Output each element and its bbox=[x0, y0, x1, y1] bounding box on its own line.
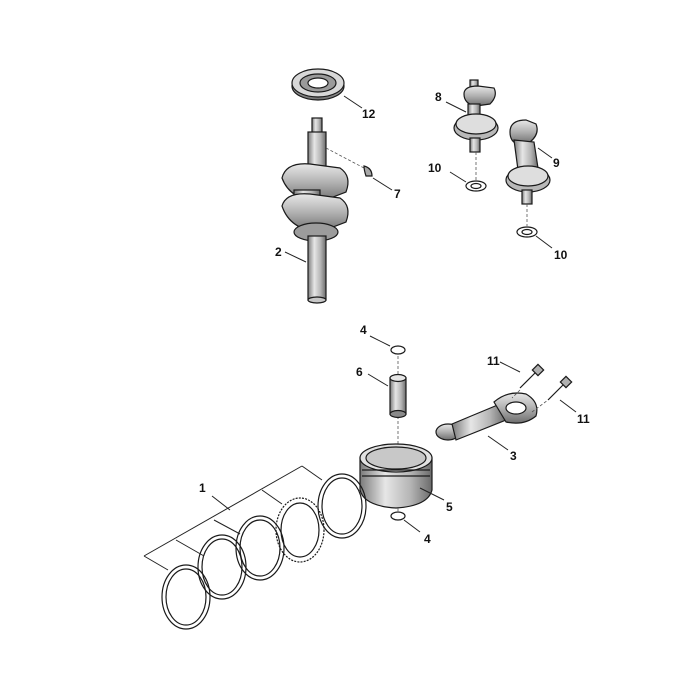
callout-12: 12 bbox=[362, 107, 376, 121]
ball-bearing bbox=[291, 68, 345, 101]
piston-pin bbox=[389, 373, 407, 419]
callout-6: 6 bbox=[356, 365, 363, 379]
rod-bolt-upper bbox=[519, 363, 545, 389]
callout-2: 2 bbox=[275, 245, 282, 259]
washer-lower bbox=[516, 226, 538, 238]
circlip-bottom bbox=[390, 511, 406, 521]
ring-4-oil bbox=[275, 497, 325, 563]
piston-rings bbox=[161, 473, 367, 630]
callout-10-upper: 10 bbox=[428, 161, 442, 175]
rod-bolt-lower bbox=[547, 375, 573, 401]
crankshaft bbox=[281, 117, 349, 304]
callout-11-lower: 11 bbox=[577, 412, 590, 426]
callout-11-upper: 11 bbox=[487, 354, 500, 368]
ring-2 bbox=[197, 534, 247, 600]
callout-4-top: 4 bbox=[360, 323, 367, 337]
callout-7: 7 bbox=[394, 187, 401, 201]
callout-8: 8 bbox=[435, 90, 442, 104]
callout-9: 9 bbox=[553, 156, 560, 170]
ring-1 bbox=[161, 564, 211, 630]
callout-3: 3 bbox=[510, 449, 517, 463]
ring-5 bbox=[317, 473, 367, 539]
callout-5: 5 bbox=[446, 500, 453, 514]
ring-leader-bracket bbox=[143, 465, 323, 571]
connecting-rod bbox=[435, 392, 538, 441]
ring-3 bbox=[235, 515, 285, 581]
piston bbox=[359, 443, 433, 509]
balance-shaft-upper bbox=[453, 79, 499, 153]
balance-shaft-lower bbox=[505, 119, 551, 205]
washer-upper bbox=[465, 180, 487, 192]
circlip-top bbox=[390, 345, 406, 355]
callout-10-lower: 10 bbox=[554, 248, 568, 262]
woodruff-key bbox=[363, 165, 373, 177]
callout-4-bottom: 4 bbox=[424, 532, 431, 546]
callout-1: 1 bbox=[199, 481, 206, 495]
